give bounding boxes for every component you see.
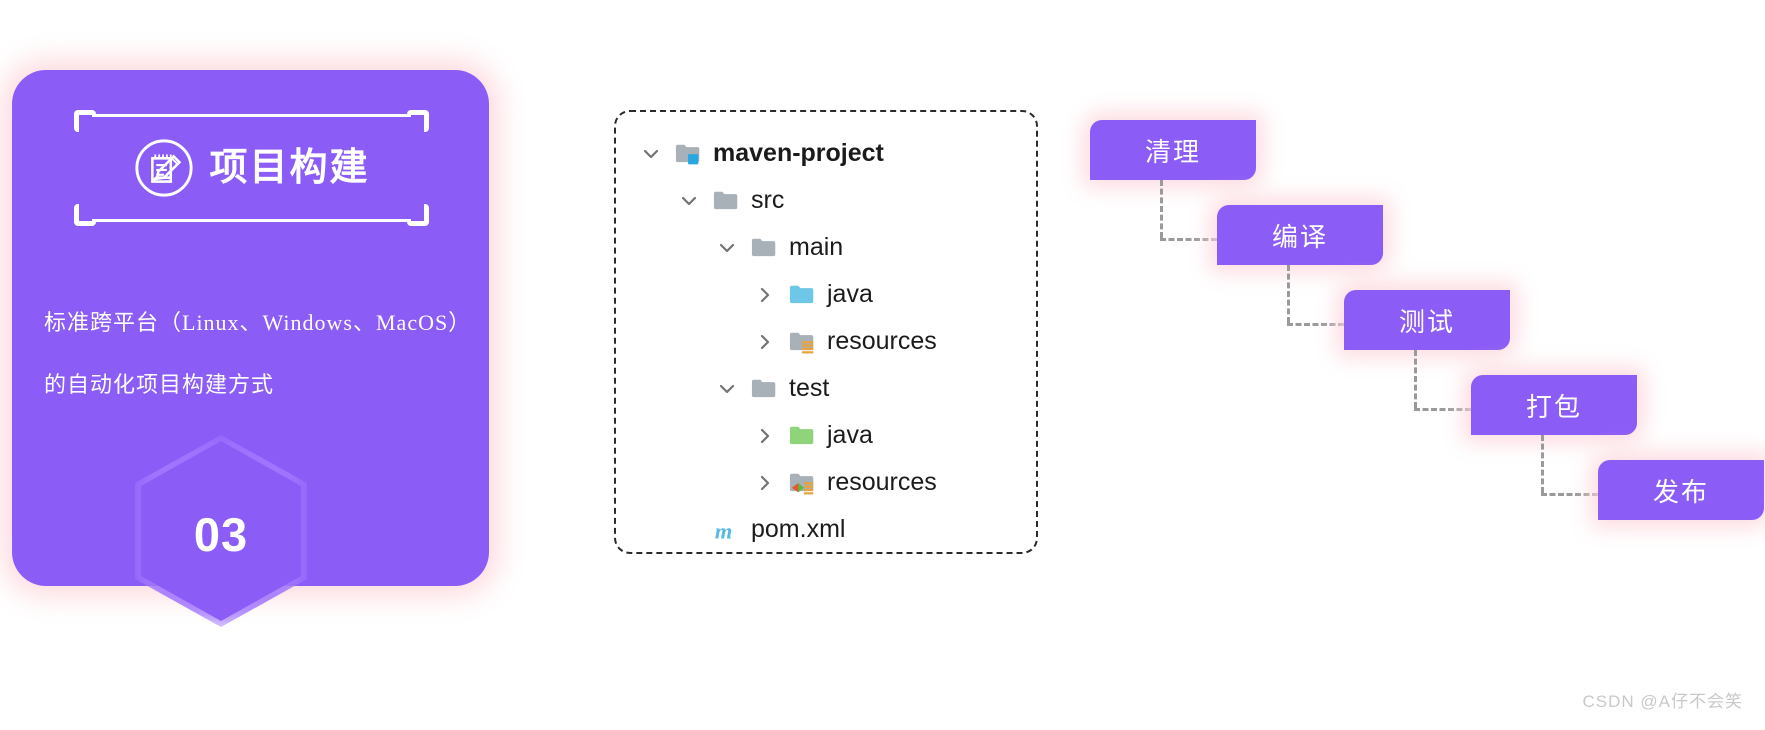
- connector-vertical-2: [1286, 265, 1290, 323]
- folder-test-resources-icon: [788, 470, 818, 496]
- chevron-right-icon[interactable]: [752, 282, 778, 308]
- card-heading-row: 项目构建: [74, 137, 429, 199]
- flow-step-3[interactable]: 测试: [1344, 290, 1510, 350]
- card-description: 标准跨平台（Linux、Windows、MacOS）的自动化项目构建方式: [44, 310, 461, 397]
- connector-vertical-4: [1540, 435, 1544, 493]
- bracket-corner-top-right: [407, 110, 429, 132]
- chevron-down-icon[interactable]: [714, 235, 740, 261]
- step-number-hexagon: 03: [135, 435, 307, 627]
- tree-row-java[interactable]: java: [616, 271, 1036, 318]
- chevron-right-icon[interactable]: [752, 470, 778, 496]
- flow-step-2[interactable]: 编译: [1217, 205, 1383, 265]
- bracket-corner-top-left: [74, 110, 96, 132]
- tree-row-label: main: [789, 233, 844, 261]
- connector-horizontal-1: [1159, 238, 1217, 241]
- connector-horizontal-2: [1286, 323, 1344, 326]
- tree-row-label: test: [789, 374, 830, 402]
- tree-row-test[interactable]: test: [616, 365, 1036, 412]
- flow-step-1[interactable]: 清理: [1090, 120, 1256, 180]
- svg-text:m: m: [715, 518, 732, 543]
- tree-row-main[interactable]: main: [616, 224, 1036, 271]
- project-build-card: 项目构建 标准跨平台（Linux、Windows、MacOS）的自动化项目构建方…: [12, 70, 489, 627]
- chevron-down-icon[interactable]: [714, 376, 740, 402]
- maven-m-icon: m: [712, 517, 742, 543]
- build-lifecycle-flow: 清理编译测试打包发布: [1090, 120, 1764, 540]
- bracket-top-line: [92, 114, 411, 117]
- chevron-right-icon[interactable]: [752, 329, 778, 355]
- flow-step-label: 发布: [1652, 477, 1709, 507]
- bracket-corner-bottom-left: [74, 204, 96, 226]
- connector-horizontal-3: [1413, 408, 1471, 411]
- tree-row-pom-xml[interactable]: m pom.xml: [616, 506, 1036, 553]
- page-title: 项目构建: [209, 147, 370, 189]
- chevron-down-icon[interactable]: [676, 188, 702, 214]
- connector-horizontal-4: [1540, 493, 1598, 496]
- folder-resources-icon: [788, 329, 818, 355]
- tree-row-label: java: [827, 421, 873, 449]
- flow-step-4[interactable]: 打包: [1471, 375, 1637, 435]
- folder-gray-icon: [750, 376, 780, 402]
- flow-step-label: 打包: [1525, 392, 1582, 422]
- tree-row-src[interactable]: src: [616, 177, 1036, 224]
- tree-row-resources[interactable]: resources: [616, 318, 1036, 365]
- flow-step-5[interactable]: 发布: [1598, 460, 1764, 520]
- tree-row-label: src: [751, 186, 785, 214]
- folder-gray-icon: [750, 235, 780, 261]
- csdn-watermark: CSDN @A仔不会笑: [1582, 692, 1743, 711]
- folder-blue-icon: [788, 282, 818, 308]
- chevron-right-icon[interactable]: [752, 423, 778, 449]
- bracket-corner-bottom-right: [407, 204, 429, 226]
- folder-maven-icon: [674, 141, 704, 167]
- folder-gray-icon: [712, 188, 742, 214]
- tree-row-label: resources: [827, 327, 937, 355]
- tree-row-label: java: [827, 280, 873, 308]
- tree-row-java[interactable]: java: [616, 412, 1036, 459]
- tree-row-maven-project[interactable]: maven-project: [616, 130, 1036, 177]
- connector-vertical-3: [1413, 350, 1417, 408]
- chevron-down-icon[interactable]: [638, 141, 664, 167]
- flow-step-label: 清理: [1144, 137, 1201, 167]
- flow-step-label: 编译: [1271, 222, 1328, 252]
- connector-vertical-1: [1159, 180, 1163, 238]
- notepad-pencil-icon: [133, 137, 195, 199]
- bracket-bottom-line: [92, 219, 411, 222]
- step-number-label: 03: [193, 507, 249, 561]
- tree-row-label: pom.xml: [751, 515, 846, 543]
- tree-row-resources[interactable]: resources: [616, 459, 1036, 506]
- tree-row-label: maven-project: [713, 139, 884, 167]
- tree-row-label: resources: [827, 468, 937, 496]
- bracket-frame: 项目构建: [74, 110, 429, 226]
- flow-step-label: 测试: [1398, 307, 1455, 337]
- folder-green-icon: [788, 423, 818, 449]
